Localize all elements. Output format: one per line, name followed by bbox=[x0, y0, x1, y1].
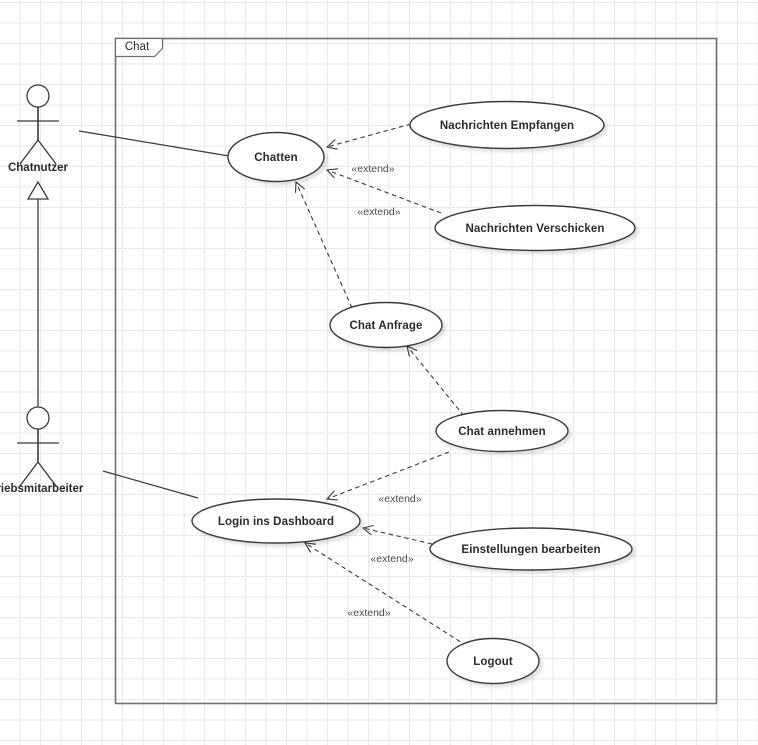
extend-arrow-chatanfrage-extends-chatten bbox=[296, 182, 353, 309]
extend-dependencies bbox=[296, 123, 468, 647]
actor-left-leg-line bbox=[19, 139, 39, 165]
generalization-arrow bbox=[26, 180, 50, 407]
association-vertriebsmitarbeiter-login bbox=[102, 470, 199, 499]
use-case-ellipses bbox=[191, 100, 636, 685]
use-case-ellipse-login-ins-dashboard[interactable] bbox=[191, 498, 361, 544]
extend-arrow-chatannehmen-extends-chatanfrage bbox=[407, 346, 465, 417]
extend-arrow-chatannehmen-extends-login bbox=[327, 451, 450, 499]
use-case-ellipse-chatten[interactable] bbox=[227, 131, 325, 183]
actor-figures bbox=[17, 84, 59, 487]
actor-chatnutzer[interactable] bbox=[17, 84, 59, 165]
extend-arrow-empfangen-extends-chatten bbox=[327, 123, 412, 147]
package-frame bbox=[114, 37, 718, 705]
actor-head-icon bbox=[26, 84, 50, 108]
actor-left-leg-line bbox=[19, 461, 39, 487]
use-case-ellipse-einstellungen-bearbeiten[interactable] bbox=[429, 527, 633, 571]
association-lines bbox=[78, 130, 230, 499]
use-case-ellipse-nachrichten-verschicken[interactable] bbox=[434, 204, 636, 252]
use-case-ellipse-chat-anfrage[interactable] bbox=[329, 301, 443, 349]
association-chatnutzer-chatten bbox=[78, 130, 230, 157]
extend-arrow-verschicken-extends-chatten bbox=[327, 170, 442, 214]
extend-arrow-einstellungen-extends-login bbox=[363, 528, 433, 545]
use-case-ellipse-logout[interactable] bbox=[446, 637, 540, 685]
actor-right-leg-line bbox=[37, 139, 57, 165]
package-frame-border bbox=[114, 37, 718, 705]
use-case-ellipse-chat-annehmen[interactable] bbox=[435, 409, 569, 453]
actor-vertriebsmitarbeiter[interactable] bbox=[17, 406, 59, 487]
use-case-ellipse-nachrichten-empfangen[interactable] bbox=[409, 100, 605, 150]
actor-right-leg-line bbox=[37, 461, 57, 487]
actor-head-icon bbox=[26, 406, 50, 430]
generalization-triangle-icon bbox=[26, 180, 50, 200]
package-frame-tab bbox=[114, 37, 164, 58]
